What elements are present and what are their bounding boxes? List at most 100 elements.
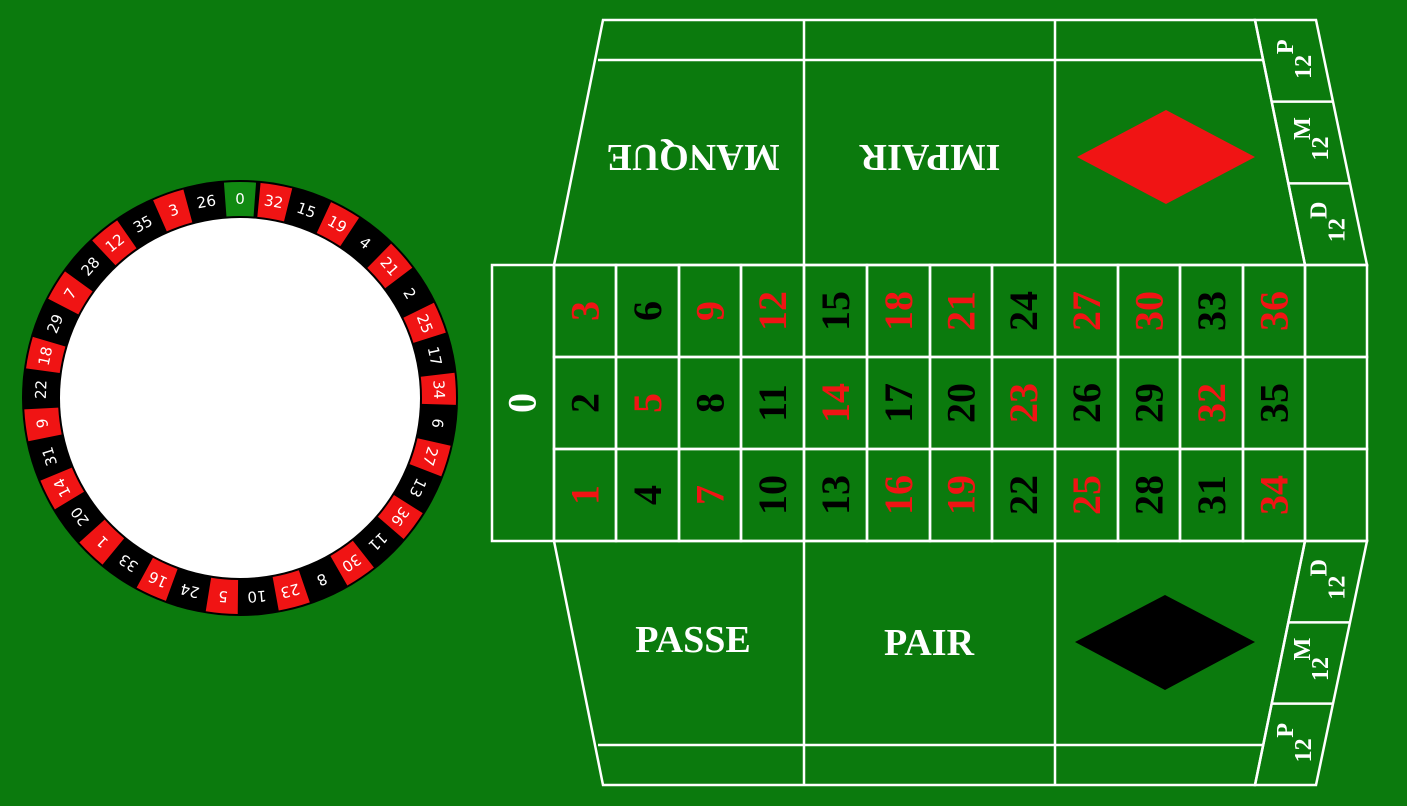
number-11[interactable]: 11	[750, 384, 795, 422]
wheel-pocket-number: 10	[247, 587, 268, 607]
wheel-pocket	[106, 540, 150, 586]
number-7[interactable]: 7	[688, 485, 733, 505]
wheel-pocket	[120, 202, 164, 247]
dozen-P-bet[interactable]: 12P	[1273, 39, 1317, 78]
number-25[interactable]: 25	[1064, 475, 1109, 515]
number-9[interactable]: 9	[688, 301, 733, 321]
dozen-base-number: 12	[1325, 576, 1351, 600]
dozen-letter: P	[1273, 723, 1299, 738]
dozen-letter: D	[1307, 559, 1333, 576]
wheel-pocket	[24, 407, 62, 442]
zero-number[interactable]: 0	[500, 393, 545, 413]
wheel-pocket	[205, 577, 239, 614]
wheel-pocket-number: 17	[424, 345, 446, 367]
dozen-letter: P	[1273, 39, 1299, 54]
label-manque: MANQUE	[606, 136, 779, 178]
wheel-pocket	[377, 495, 423, 539]
number-19[interactable]: 19	[939, 475, 984, 515]
wheel-pocket	[24, 372, 60, 405]
wheel-pocket	[170, 570, 208, 611]
number-30[interactable]: 30	[1127, 291, 1172, 331]
number-2[interactable]: 2	[563, 393, 608, 413]
wheel-pocket	[420, 372, 456, 405]
number-15[interactable]: 15	[813, 291, 858, 331]
wheel-pocket	[187, 182, 223, 222]
number-12[interactable]: 12	[750, 291, 795, 331]
wheel-pocket	[153, 189, 193, 232]
dozen-D-bet[interactable]: 12D	[1307, 201, 1351, 242]
number-21[interactable]: 21	[939, 291, 984, 331]
number-17[interactable]: 17	[876, 383, 921, 423]
wheel-pocket-number: 29	[43, 312, 67, 336]
number-10[interactable]: 10	[750, 475, 795, 515]
wheel-pocket-number: 6	[428, 417, 447, 429]
label-passe: PASSE	[635, 619, 750, 661]
number-34[interactable]: 34	[1252, 475, 1297, 515]
wheel-pocket	[40, 467, 85, 510]
dozen-base-number: 12	[1325, 218, 1351, 242]
number-8[interactable]: 8	[688, 393, 733, 413]
wheel-pocket	[79, 519, 125, 565]
number-33[interactable]: 33	[1189, 291, 1234, 331]
number-23[interactable]: 23	[1001, 383, 1046, 423]
number-35[interactable]: 35	[1252, 383, 1297, 423]
wheel-pocket	[302, 557, 344, 601]
number-32[interactable]: 32	[1189, 383, 1234, 423]
dozen-M-bet[interactable]: 12M	[1290, 117, 1334, 160]
column-bet-cell[interactable]	[1303, 263, 1369, 359]
dozen-base-number: 12	[1291, 738, 1317, 762]
wheel-pocket-number: 24	[178, 579, 201, 601]
number-5[interactable]: 5	[625, 393, 670, 413]
number-6[interactable]: 6	[625, 301, 670, 321]
wheel-pocket	[403, 302, 446, 343]
column-bet-cell[interactable]	[1303, 355, 1369, 451]
dozen-base-number: 12	[1308, 657, 1334, 681]
dozen-M-bet[interactable]: 12M	[1290, 638, 1334, 681]
number-28[interactable]: 28	[1127, 475, 1172, 515]
number-14[interactable]: 14	[813, 383, 858, 423]
wheel-pocket-number: 22	[32, 380, 51, 400]
wheel-pocket-number: 9	[33, 417, 52, 429]
wheel-pocket-number: 5	[218, 587, 229, 606]
wheel-pocket	[387, 271, 432, 315]
wheel-pocket-number: 34	[429, 380, 448, 400]
number-22[interactable]: 22	[1001, 475, 1046, 515]
wheel-center	[60, 218, 420, 578]
wheel-pocket	[223, 182, 257, 217]
number-29[interactable]: 29	[1127, 383, 1172, 423]
number-18[interactable]: 18	[876, 291, 921, 331]
column-bet-cell[interactable]	[1303, 447, 1369, 543]
dozen-letter: M	[1290, 117, 1316, 140]
dozen-D-bet[interactable]: 12D	[1307, 559, 1351, 600]
wheel-pocket	[355, 519, 401, 565]
wheel-pocket	[287, 189, 327, 232]
number-36[interactable]: 36	[1252, 291, 1297, 331]
number-4[interactable]: 4	[625, 485, 670, 505]
wheel-pocket-number: 18	[35, 345, 57, 367]
dozen-P-bet[interactable]: 12P	[1273, 723, 1317, 762]
wheel-pocket-number: 31	[38, 445, 61, 469]
wheel-pocket	[367, 243, 413, 289]
number-13[interactable]: 13	[813, 475, 858, 515]
number-27[interactable]: 27	[1064, 291, 1109, 331]
wheel-pocket	[272, 570, 310, 611]
number-1[interactable]: 1	[563, 485, 608, 505]
wheel-pocket-number: 32	[263, 191, 285, 212]
dozen-base-number: 12	[1291, 55, 1317, 79]
number-16[interactable]: 16	[876, 475, 921, 515]
number-20[interactable]: 20	[939, 383, 984, 423]
wheel-pocket	[67, 243, 113, 289]
wheel-pocket	[409, 438, 451, 477]
number-31[interactable]: 31	[1189, 475, 1234, 515]
number-26[interactable]: 26	[1064, 383, 1109, 423]
bet-noir-diamond[interactable]	[1075, 595, 1255, 690]
wheel-pocket-number: 25	[413, 312, 437, 336]
dozen-letter: M	[1290, 638, 1316, 661]
number-3[interactable]: 3	[563, 301, 608, 321]
bet-rouge-diamond[interactable]	[1077, 110, 1255, 204]
number-24[interactable]: 24	[1001, 291, 1046, 331]
wheel-pocket	[34, 302, 77, 343]
